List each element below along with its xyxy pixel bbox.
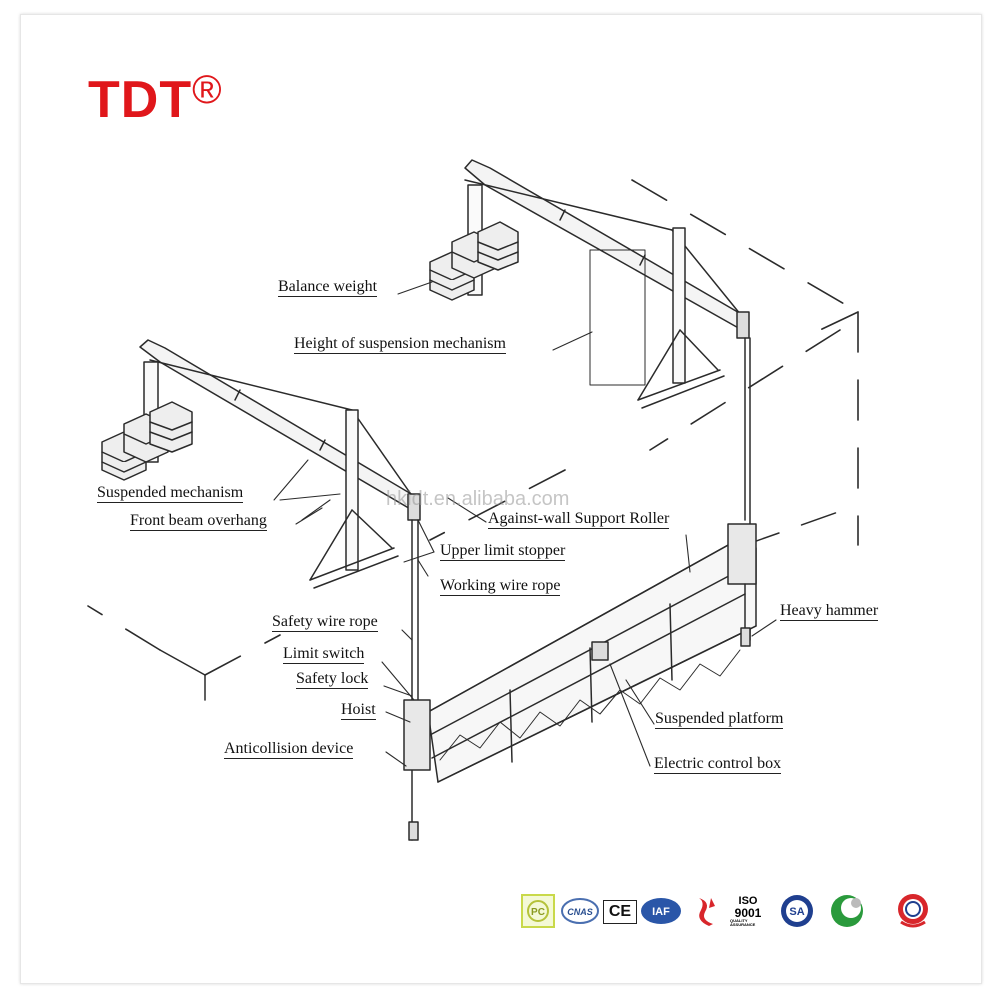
label-upper-limit: Upper limit stopper	[440, 542, 566, 561]
label-anticollision: Anticollision device	[224, 740, 354, 759]
svg-text:SA: SA	[789, 906, 804, 918]
svg-text:PC: PC	[531, 907, 545, 918]
building-outline	[87, 179, 859, 676]
brand-logo: TDT®	[88, 70, 223, 129]
cqc-badge-icon	[690, 893, 722, 929]
label-front-beam: Front beam overhang	[130, 512, 267, 531]
label-height-suspension: Height of suspension mechanism	[294, 335, 506, 354]
front-counterweights	[101, 401, 193, 481]
label-safety-lock: Safety lock	[296, 670, 369, 689]
ce-badge: CE	[603, 900, 637, 924]
ccc-badge-icon	[828, 893, 866, 929]
svg-text:CNAS: CNAS	[567, 907, 593, 917]
iso-9001-badge: ISO 9001 QUALITY ASSURANCE	[730, 893, 766, 929]
cnas-badge-icon: CNAS	[560, 893, 600, 929]
label-suspended-platform: Suspended platform	[655, 710, 784, 729]
label-heavy-hammer: Heavy hammer	[780, 602, 879, 621]
iso-subtitle: QUALITY ASSURANCE	[730, 917, 756, 927]
registered-mark: ®	[192, 68, 223, 112]
watermark: hkidt.en.alibaba.com	[386, 488, 570, 510]
svg-text:IAF: IAF	[652, 906, 670, 918]
label-safety-wire: Safety wire rope	[272, 613, 378, 632]
label-against-wall: Against-wall Support Roller	[488, 510, 670, 529]
label-control-box: Electric control box	[654, 755, 782, 774]
label-balance-weight: Balance weight	[278, 278, 378, 297]
iaf-badge-icon: IAF	[640, 893, 682, 929]
label-working-wire: Working wire rope	[440, 577, 561, 596]
csa-badge-icon: SA	[778, 893, 816, 929]
brand-name: TDT	[88, 71, 193, 129]
label-limit-switch: Limit switch	[283, 645, 365, 664]
suspended-platform	[403, 523, 757, 783]
rear-counterweights	[429, 221, 519, 301]
leader-lines	[273, 281, 777, 767]
pc-badge-icon: PC	[520, 893, 556, 929]
label-hoist: Hoist	[341, 701, 376, 720]
iso-label: ISO	[738, 894, 758, 907]
quality-badge-icon	[892, 893, 934, 929]
building-edge	[159, 649, 206, 676]
building-edge-2	[744, 504, 859, 546]
iso-number: 9001	[734, 905, 762, 920]
label-suspended-mechanism: Suspended mechanism	[97, 484, 244, 503]
